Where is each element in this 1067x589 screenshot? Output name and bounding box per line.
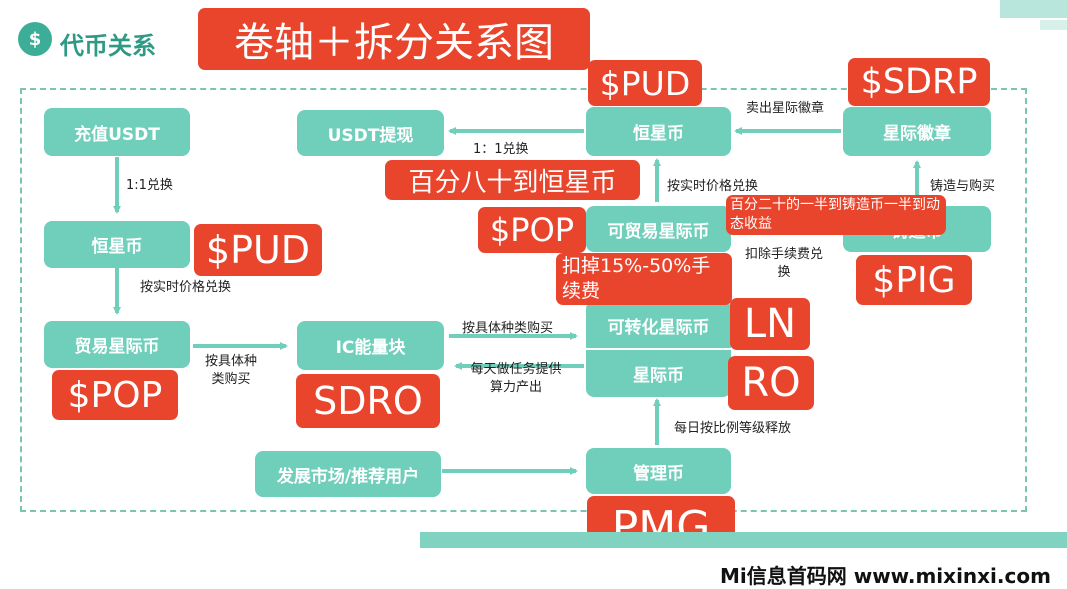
node-convertible-group: 可转化星际币 星际币 <box>586 301 731 397</box>
tag-pud-top: $PUD <box>588 60 702 106</box>
watermark: Mi信息首码网 www.mixinxi.com <box>720 564 1051 588</box>
node-trade-star-coin: 贸易星际币 <box>44 321 190 368</box>
label-one-one-exchange-full: 1：1兑换 <box>473 142 529 157</box>
node-mgmt-coin: 管理币 <box>586 448 731 494</box>
corner-decoration <box>1040 20 1067 30</box>
node-usdt-withdraw: USDT提现 <box>297 110 444 156</box>
node-divider <box>586 348 731 350</box>
corner-decoration <box>1000 0 1067 18</box>
tag-pig: $PIG <box>856 255 972 305</box>
tag-fee-range: 扣掉15%-50%手续费 <box>556 253 732 305</box>
label-buy-by-type-left: 按具体种类购买 <box>204 354 257 387</box>
node-recharge-usdt: 充值USDT <box>44 108 190 156</box>
tag-twenty-percent: 百分二十的一半到铸造币一半到动态收益 <box>726 195 946 235</box>
title-banner: 卷轴＋拆分关系图 <box>198 8 590 70</box>
label-realtime-price-left: 按实时价格兑换 <box>140 280 232 295</box>
node-tradable-star-coin: 可贸易星际币 <box>586 206 731 252</box>
tag-ln: LN <box>730 298 810 350</box>
diagram-frame <box>20 88 1027 512</box>
tag-ro: RO <box>728 356 814 410</box>
tag-eighty-percent: 百分八十到恒星币 <box>385 160 640 200</box>
label-daily-task: 每天做任务提供算力产出 <box>470 362 562 395</box>
label-sell-badge: 卖出星际徽章 <box>746 101 825 116</box>
node-dev-market: 发展市场/推荐用户 <box>255 451 441 497</box>
node-convertible-star-coin: 可转化星际币 <box>607 317 710 338</box>
label-one-one-exchange: 1:1兑换 <box>126 178 173 193</box>
node-star-coin-bottom: 星际币 <box>633 365 684 386</box>
label-realtime-price-mid: 按实时价格兑换 <box>667 179 759 194</box>
money-growth-icon: $ <box>18 22 52 56</box>
label-buy-by-type-mid: 按具体种类购买 <box>462 321 554 336</box>
decoration-bar <box>420 532 1067 550</box>
tag-pop-mid: $POP <box>478 207 586 253</box>
tag-pop-left: $POP <box>52 370 178 420</box>
label-deduct-fee: 扣除手续费兑换 <box>744 247 823 280</box>
tag-pud-left: $PUD <box>194 224 322 276</box>
tag-sdrp: $SDRP <box>848 58 990 106</box>
node-star-badge: 星际徽章 <box>843 107 991 156</box>
node-ic-energy-block: IC能量块 <box>297 321 444 370</box>
node-star-coin-left: 恒星币 <box>44 221 190 268</box>
tag-sdro: SDRO <box>296 374 440 428</box>
footer-strip <box>0 548 1067 582</box>
label-mint-and-buy: 铸造与购买 <box>930 179 996 194</box>
label-daily-release: 每日按比例等级释放 <box>674 421 792 436</box>
node-star-coin-top: 恒星币 <box>586 107 731 156</box>
page-title: 代币关系 <box>60 32 156 60</box>
